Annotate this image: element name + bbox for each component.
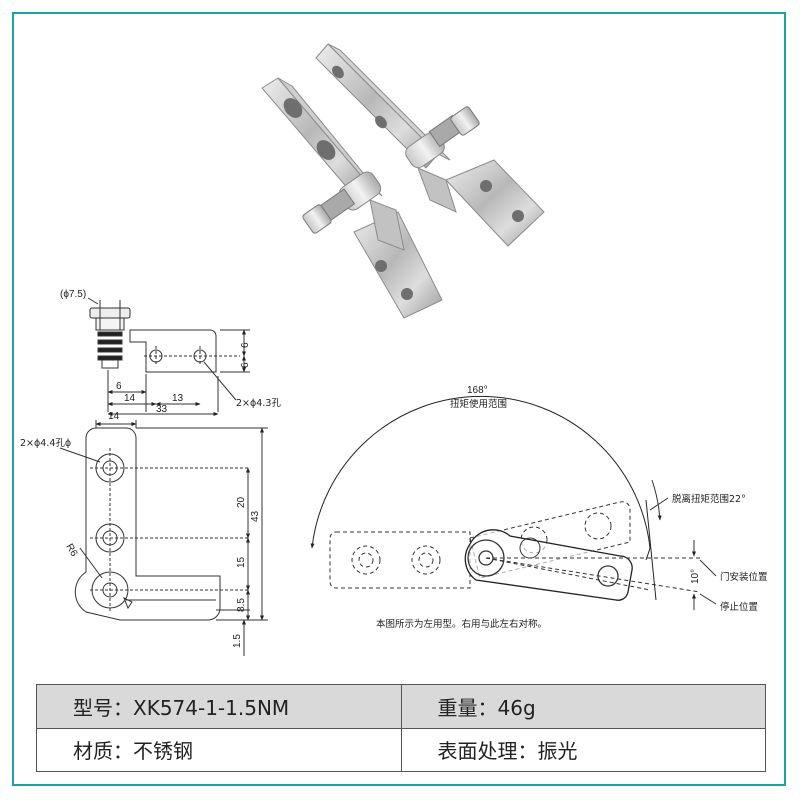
dim-20: 20 (236, 496, 247, 508)
release-range-label: 脱离扭矩范围22° (672, 493, 746, 505)
side-view-drawing (59, 420, 268, 656)
outer-frame (12, 12, 786, 786)
left-hand-note: 本图所示为左用型。右用与此左右对称。 (376, 618, 547, 630)
spec-weight: 重量：46g (400, 684, 766, 729)
angle-10: 10° (690, 569, 701, 584)
hinge-photo-left (261, 77, 443, 319)
dim-r6: R6 (63, 542, 79, 559)
spec-table: 型号：XK574-1-1.5NM 重量：46g 材质：不锈钢 表面处理：振光 (36, 684, 766, 772)
dim-15: 15 (236, 556, 247, 568)
stop-position-label: 停止位置 (720, 601, 758, 613)
spec-row-2: 材质：不锈钢 表面处理：振光 (36, 727, 766, 772)
angle-range-drawing (310, 395, 717, 610)
front-view-drawing (87, 297, 250, 416)
dim-shaft-dia: (ϕ7.5) (60, 289, 86, 300)
spec-material: 材质：不锈钢 (36, 727, 402, 772)
dim-1-5: 1.5 (232, 634, 243, 648)
spec-row-1: 型号：XK574-1-1.5NM 重量：46g (36, 684, 766, 729)
dim-13: 13 (172, 393, 184, 404)
angle-168: 168° (467, 385, 488, 396)
dim-6-left: 6 (116, 381, 122, 392)
door-install-label: 门安装位置 (720, 571, 768, 583)
dim-33: 33 (156, 404, 168, 415)
dim-holes-4-3: 2×ϕ4.3孔 (236, 398, 281, 409)
dim-6-upper: 6 (240, 342, 251, 348)
dim-43: 43 (250, 510, 261, 522)
dim-8-5: 8.5 (236, 598, 247, 612)
angle-range-label: 扭矩使用范围 (450, 398, 507, 410)
spec-finish: 表面处理：振光 (400, 727, 766, 772)
spec-model: 型号：XK574-1-1.5NM (36, 684, 402, 729)
dim-6-lower: 6 (240, 362, 251, 368)
dim-holes-4-4: 2×ϕ4.4孔ϕ (20, 438, 71, 449)
dim-14-side: 14 (108, 411, 120, 422)
hinge-photo-right (315, 43, 545, 247)
dim-14-top: 14 (124, 393, 136, 404)
